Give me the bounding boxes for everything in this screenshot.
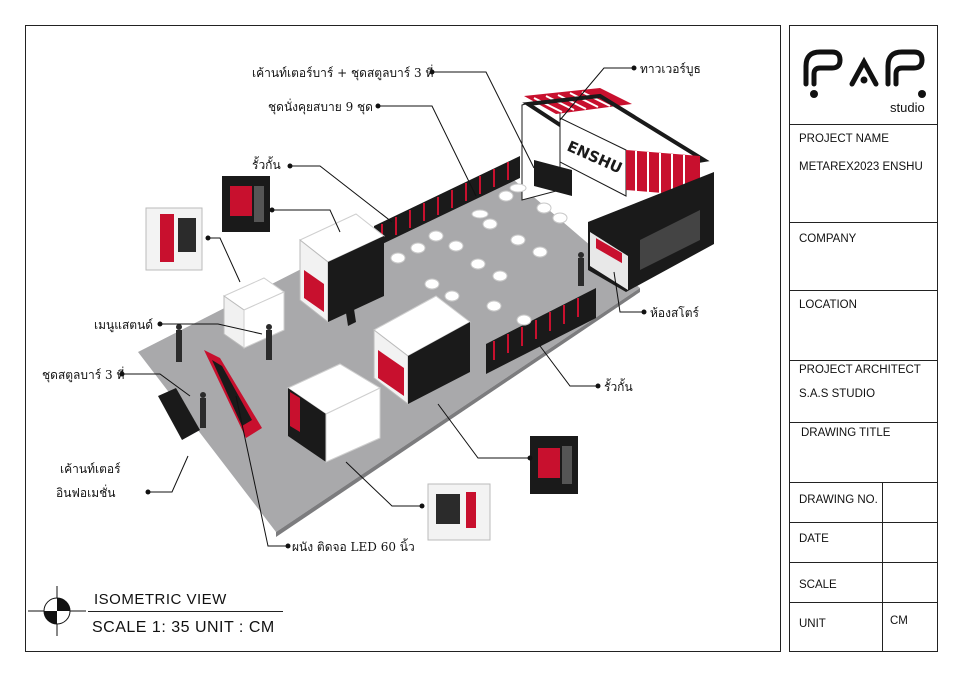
awning-right-stripes xyxy=(635,151,685,195)
cabin-1-side xyxy=(328,236,384,322)
drawing-no-cell: DRAWING NO. xyxy=(790,482,937,522)
architect-cell: PROJECT ARCHITECT S.A.S STUDIO xyxy=(790,360,937,422)
front-fence-posts xyxy=(493,298,579,360)
menu-stand xyxy=(344,296,356,326)
title-block: PROJECT NAME METAREX2023 ENSHU COMPANY L… xyxy=(789,25,938,652)
drawing-no-divider xyxy=(882,483,883,522)
lounge-furniture xyxy=(390,183,568,326)
callout-store-room: ห้องสโตร์ xyxy=(650,306,699,320)
logo-studio-text: studio xyxy=(890,100,925,115)
info-counter-red xyxy=(290,392,300,432)
awning-stripes xyxy=(533,91,611,113)
company-label: COMPANY xyxy=(799,233,857,245)
callout-tower-booth: ทาวเวอร์บูธ xyxy=(640,62,701,76)
date-divider xyxy=(882,523,883,562)
date-cell: DATE xyxy=(790,522,937,562)
drawing-title-label: DRAWING TITLE xyxy=(801,427,891,439)
location-label: LOCATION xyxy=(799,299,857,311)
unit-label: UNIT xyxy=(799,618,826,630)
drawing-frame xyxy=(25,25,781,652)
project-name-value: METAREX2023 ENSHU xyxy=(799,161,923,173)
cabin-2-side xyxy=(408,322,470,404)
callout-menu-stand: เมนูแสตนด์ xyxy=(94,318,154,332)
company-cell: COMPANY xyxy=(790,222,937,290)
scale-label: SCALE xyxy=(799,579,837,591)
view-scale: SCALE 1: 35 UNIT : CM xyxy=(92,619,275,636)
callout-info-counter-line2: อินฟอเมชั่น xyxy=(56,486,116,500)
view-title: ISOMETRIC VIEW xyxy=(94,591,227,608)
bar-counter xyxy=(534,160,572,196)
visitors xyxy=(176,252,584,428)
project-name-cell: PROJECT NAME METAREX2023 ENSHU xyxy=(790,124,937,222)
architect-value: S.A.S STUDIO xyxy=(799,388,876,400)
callout-fence-top: รั้วกั้น xyxy=(252,158,281,172)
view-symbol-icon xyxy=(28,586,86,636)
store-screens xyxy=(640,210,700,270)
led-screen xyxy=(212,360,252,426)
floor-edge xyxy=(276,288,640,537)
machine-render-1 xyxy=(145,207,203,271)
date-label: DATE xyxy=(799,533,829,545)
scale-divider xyxy=(882,563,883,602)
sas-studio-logo: studio xyxy=(803,49,926,115)
front-fence xyxy=(486,288,596,374)
view-title-underline xyxy=(88,611,283,612)
cabin-2-window xyxy=(378,350,404,396)
tower-sign-panel xyxy=(559,117,627,197)
machine-render-4 xyxy=(427,483,491,541)
drawing-title-cell: DRAWING TITLE xyxy=(790,422,937,482)
tower-red-awning-right xyxy=(626,150,700,196)
callout-counter-bar: เค้านท์เตอร์บาร์ + ชุดสตูลบาร์ 3 ที่ xyxy=(252,66,434,80)
architect-label: PROJECT ARCHITECT xyxy=(799,364,921,376)
unit-divider xyxy=(882,603,883,651)
unit-value: CM xyxy=(890,615,908,627)
callout-fence-bottom: รั้วกั้น xyxy=(604,380,633,394)
machine-render-2 xyxy=(222,176,270,232)
store-graphic xyxy=(596,238,622,264)
kiosk-side xyxy=(243,291,285,349)
project-name-label: PROJECT NAME xyxy=(799,133,889,145)
drawing-no-label: DRAWING NO. xyxy=(799,494,878,506)
info-counter-side xyxy=(325,387,381,463)
location-cell: LOCATION xyxy=(790,290,937,360)
stool-counter xyxy=(158,388,200,440)
machine-render-3 xyxy=(530,436,578,494)
cabin-1-window xyxy=(304,270,324,312)
callout-led-wall: ผนัง ติดจอ LED 60 นิ้ว xyxy=(292,540,415,554)
callout-lounge-set: ชุดนั่งคุยสบาย 9 ชุด xyxy=(268,100,373,114)
unit-cell: UNIT CM xyxy=(790,602,937,651)
callout-info-counter-line1: เค้านท์เตอร์ xyxy=(60,462,121,476)
scale-cell: SCALE xyxy=(790,562,937,602)
leader-lines xyxy=(122,67,644,547)
callout-stool-set: ชุดสตูลบาร์ 3 ที่ xyxy=(42,368,125,382)
leader-dots xyxy=(119,65,647,549)
